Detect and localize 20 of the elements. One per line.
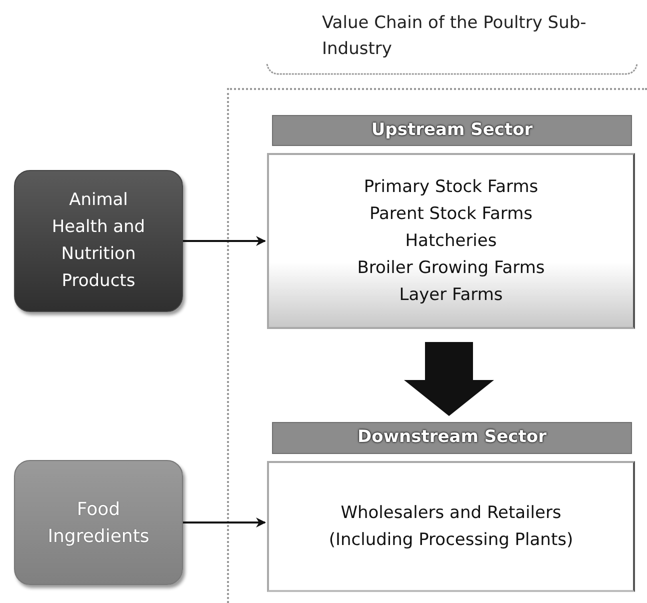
list-item: Primary Stock Farms [364, 176, 538, 198]
box-label: Animal Health and Nutrition Products [50, 189, 146, 293]
input-box [14, 460, 183, 585]
box-text: Wholesalers and Retailers (Including Processing Plants) [328, 502, 574, 552]
box-label: Food Ingredients [46, 498, 150, 548]
list-item: Hatcheries [405, 230, 497, 252]
input-box [14, 170, 183, 312]
header-text: Downstream Sector [358, 426, 546, 450]
sector-box [267, 153, 635, 329]
list-item: Layer Farms [399, 284, 503, 306]
arrow [183, 518, 266, 528]
sector-header [272, 115, 632, 146]
list-item: Parent Stock Farms [369, 202, 533, 226]
block-arrow [404, 342, 494, 416]
arrow [183, 236, 266, 246]
sector-header [272, 422, 632, 454]
header-text: Upstream Sector [371, 118, 533, 142]
list-item: Broiler Growing Farms [357, 256, 545, 280]
frame-heading: Value Chain of the Poultry Sub-Industry [322, 12, 588, 61]
sector-box [267, 461, 635, 592]
